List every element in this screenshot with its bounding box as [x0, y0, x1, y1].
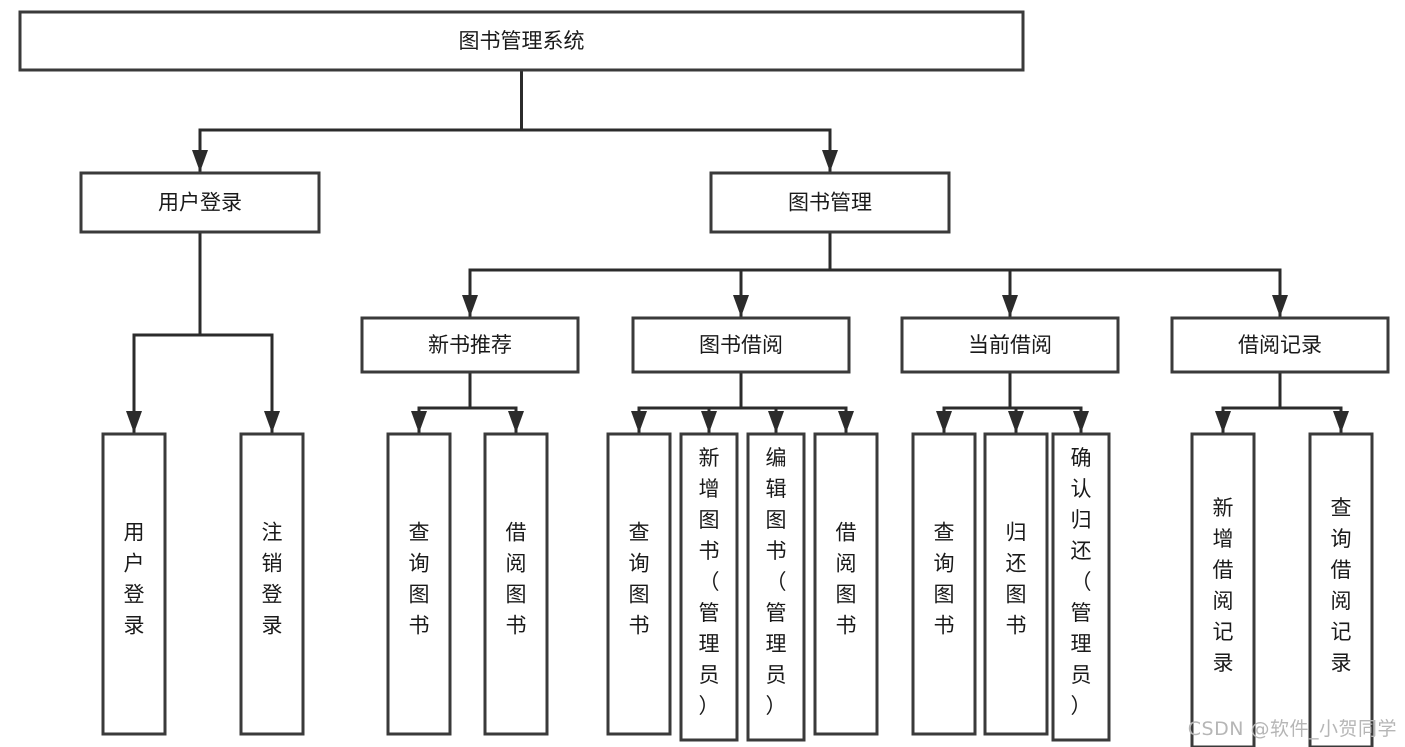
node-leaf-borrow-book-2-label: 借阅图书: [836, 521, 857, 638]
arrow-to-leaf-borrow-book-1: [508, 411, 524, 433]
arrow-to-leaf-return-book: [1008, 411, 1024, 433]
arrow-to-leaf-add-book: [701, 411, 717, 433]
node-leaf-query-book-3-box[interactable]: [911, 432, 977, 736]
arrow-to-leaf-query-book-2: [631, 411, 647, 433]
node-user-login[interactable]: 用户登录: [79, 171, 321, 234]
node-book-manage[interactable]: 图书管理: [709, 171, 951, 234]
arrow-to-current-borrow: [1002, 295, 1018, 317]
node-new-book-rec[interactable]: 新书推荐: [360, 316, 580, 374]
node-root-box[interactable]: [18, 10, 1025, 72]
node-leaf-return-book-box[interactable]: [983, 432, 1049, 736]
node-borrow-record[interactable]: 借阅记录: [1170, 316, 1390, 374]
node-current-borrow[interactable]: 当前借阅: [900, 316, 1120, 374]
node-leaf-query-book-3-label: 查询图书: [934, 521, 955, 638]
node-leaf-add-book-label: 新增图书（管理员）: [699, 446, 720, 718]
node-borrow-record-box[interactable]: [1170, 316, 1390, 374]
arrow-to-new-book-rec: [462, 295, 478, 317]
node-user-login-label: 用户登录: [158, 191, 242, 215]
node-leaf-edit-book[interactable]: 编辑图书（管理员）: [746, 432, 806, 742]
node-leaf-user-login-label: 用户登录: [124, 521, 145, 638]
node-leaf-user-login[interactable]: 用户登录: [101, 432, 167, 736]
node-current-borrow-label: 当前借阅: [968, 333, 1052, 357]
arrow-to-leaf-user-logout: [264, 411, 280, 433]
node-leaf-query-book-3[interactable]: 查询图书: [911, 432, 977, 736]
arrow-to-user-login: [192, 150, 208, 172]
node-leaf-query-book-2-box[interactable]: [606, 432, 672, 736]
node-new-book-rec-label: 新书推荐: [428, 333, 512, 357]
node-leaf-query-book-2[interactable]: 查询图书: [606, 432, 672, 736]
node-leaf-borrow-book-1[interactable]: 借阅图书: [483, 432, 549, 736]
node-leaf-borrow-book-1-label: 借阅图书: [506, 521, 527, 638]
node-leaf-query-book-1[interactable]: 查询图书: [386, 432, 452, 736]
node-leaf-add-book-box[interactable]: [679, 432, 739, 742]
node-leaf-add-book[interactable]: 新增图书（管理员）: [679, 432, 739, 742]
connector-layer: [126, 68, 1349, 434]
node-new-book-rec-box[interactable]: [360, 316, 580, 374]
node-leaf-user-logout[interactable]: 注销登录: [239, 432, 305, 736]
node-leaf-add-record-label: 新增借阅记录: [1213, 496, 1234, 675]
node-book-borrow-box[interactable]: [631, 316, 851, 374]
node-leaf-user-login-box[interactable]: [101, 432, 167, 736]
node-leaf-add-record-box[interactable]: [1190, 432, 1256, 747]
node-root-label: 图书管理系统: [459, 29, 585, 53]
arrow-to-leaf-query-record: [1333, 411, 1349, 433]
node-leaf-query-record-label: 查询借阅记录: [1331, 496, 1352, 675]
node-leaf-confirm-return-label: 确认归还（管理员）: [1071, 446, 1092, 718]
node-leaf-query-record[interactable]: 查询借阅记录: [1308, 432, 1374, 747]
node-leaf-add-record[interactable]: 新增借阅记录: [1190, 432, 1256, 747]
arrow-to-leaf-confirm-return: [1073, 411, 1089, 433]
node-book-manage-box[interactable]: [709, 171, 951, 234]
node-leaf-query-book-1-box[interactable]: [386, 432, 452, 736]
node-leaf-user-logout-label: 注销登录: [262, 521, 283, 638]
arrow-to-leaf-query-book-1: [411, 411, 427, 433]
node-leaf-borrow-book-2[interactable]: 借阅图书: [813, 432, 879, 736]
arrow-to-book-manage: [822, 150, 838, 172]
arrow-to-leaf-edit-book: [768, 411, 784, 433]
arrow-to-leaf-user-login: [126, 411, 142, 433]
node-leaf-user-logout-box[interactable]: [239, 432, 305, 736]
node-leaf-edit-book-box[interactable]: [746, 432, 806, 742]
node-root[interactable]: 图书管理系统: [18, 10, 1025, 72]
node-leaf-borrow-book-1-box[interactable]: [483, 432, 549, 736]
node-layer: 图书管理系统用户登录图书管理新书推荐图书借阅当前借阅借阅记录用户登录注销登录查询…: [18, 10, 1390, 747]
node-book-borrow[interactable]: 图书借阅: [631, 316, 851, 374]
node-leaf-return-book-label: 归还图书: [1006, 521, 1027, 638]
node-leaf-borrow-book-2-box[interactable]: [813, 432, 879, 736]
node-book-borrow-label: 图书借阅: [699, 333, 783, 357]
node-borrow-record-label: 借阅记录: [1238, 333, 1322, 357]
arrow-to-leaf-borrow-book-2: [838, 411, 854, 433]
arrow-to-leaf-query-book-3: [936, 411, 952, 433]
arrow-to-borrow-record: [1272, 295, 1288, 317]
node-leaf-query-record-box[interactable]: [1308, 432, 1374, 747]
node-leaf-edit-book-label: 编辑图书（管理员）: [766, 446, 787, 718]
arrow-to-leaf-add-record: [1215, 411, 1231, 433]
arrow-to-book-borrow: [733, 295, 749, 317]
node-user-login-box[interactable]: [79, 171, 321, 234]
node-leaf-confirm-return-box[interactable]: [1051, 432, 1111, 742]
node-leaf-query-book-2-label: 查询图书: [629, 521, 650, 638]
node-leaf-query-book-1-label: 查询图书: [409, 521, 430, 638]
node-current-borrow-box[interactable]: [900, 316, 1120, 374]
node-leaf-confirm-return[interactable]: 确认归还（管理员）: [1051, 432, 1111, 742]
node-leaf-return-book[interactable]: 归还图书: [983, 432, 1049, 736]
node-book-manage-label: 图书管理: [788, 191, 872, 215]
